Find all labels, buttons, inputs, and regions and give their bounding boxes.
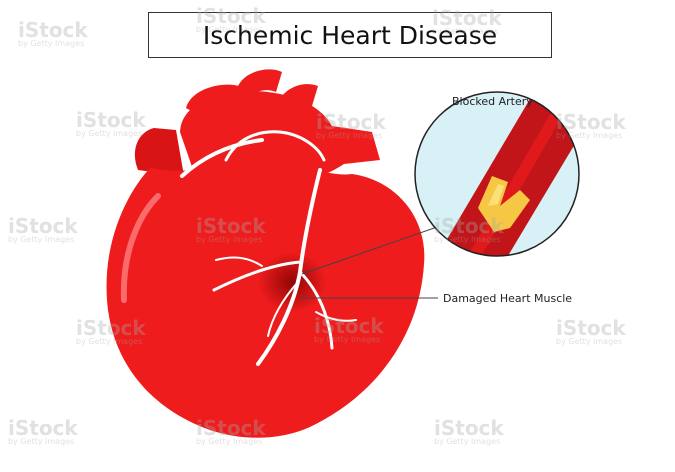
heart-body	[107, 166, 425, 438]
damaged-muscle-label: Damaged Heart Muscle	[443, 292, 572, 305]
blocked-artery-zoom	[415, 82, 594, 296]
blocked-artery-label: Blocked Artery	[452, 95, 533, 108]
